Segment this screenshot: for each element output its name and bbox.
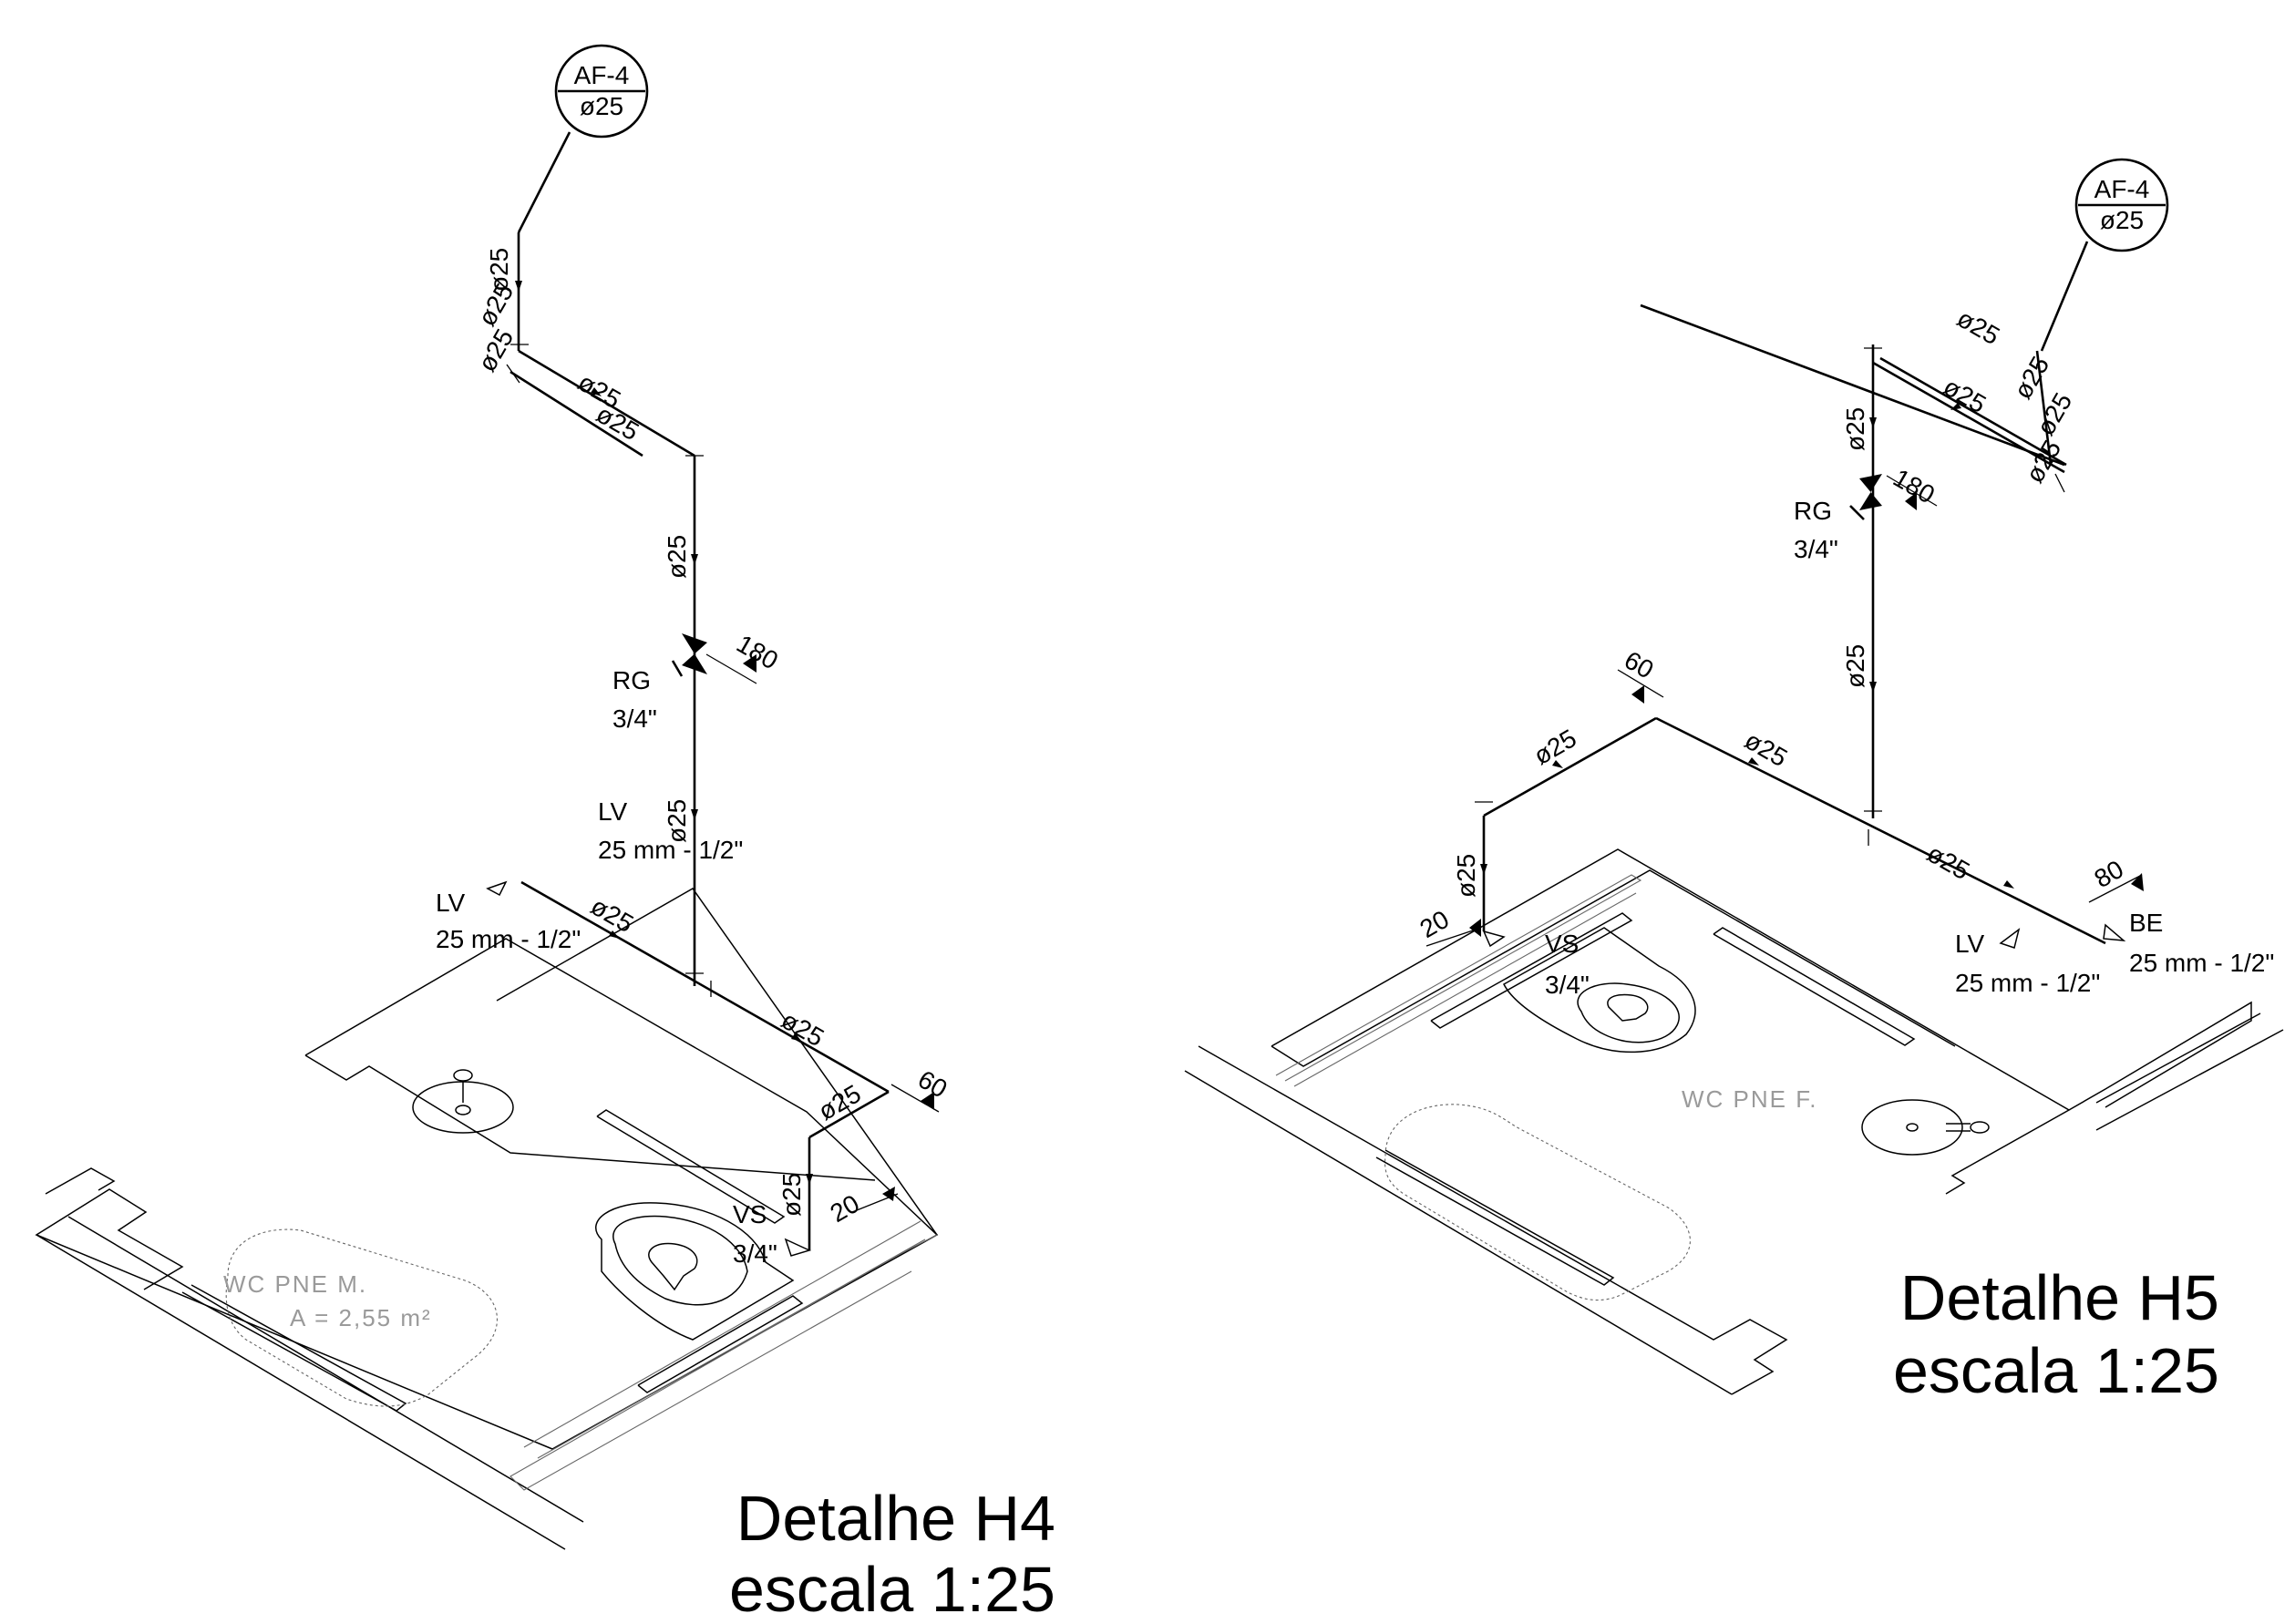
h5-point-spec: 25 mm - 1/2"	[1955, 969, 2100, 997]
h4-room-area: A = 2,55 m²	[290, 1304, 432, 1331]
detail-h4: WC PNE M. A = 2,55 m²	[35, 44, 1055, 1624]
h5-registro-valve	[1849, 474, 1882, 520]
pipe-label: ø25	[485, 248, 513, 292]
h4-floor-plan: WC PNE M. A = 2,55 m²	[35, 888, 939, 1550]
h4-point-code: VS	[733, 1200, 767, 1228]
h4-piping	[486, 232, 940, 1257]
h4-point-spec: 25 mm - 1/2"	[598, 836, 743, 864]
pipe-label: ø25	[1452, 854, 1480, 898]
h5-washbasin	[1861, 1099, 1990, 1156]
h4-scale: escala 1:25	[729, 1554, 1055, 1624]
pipe-label: ø25	[1952, 303, 2004, 350]
h4-point-code: LV	[436, 889, 465, 917]
pipe-label: ø25	[472, 324, 519, 376]
h5-point-spec: 3/4"	[1545, 971, 1590, 999]
pipe-label: ø25	[814, 1079, 866, 1125]
h4-tag-bottom: ø25	[580, 92, 623, 120]
h4-valve-size: 3/4"	[612, 704, 657, 733]
pipe-label: ø25	[777, 1005, 828, 1052]
h5-point-code: BE	[2129, 909, 2163, 937]
h4-room-name: WC PNE M.	[223, 1270, 367, 1298]
h4-toilet	[595, 1202, 795, 1341]
h5-scale: escala 1:25	[1893, 1335, 2219, 1406]
pipe-label: ø25	[663, 799, 691, 843]
h5-height-label: 80	[2090, 855, 2128, 893]
h4-point-code: LV	[598, 797, 627, 826]
h4-washbasin	[412, 1069, 514, 1134]
h5-tag-top: AF-4	[2094, 175, 2150, 203]
pipe-label: ø25	[1922, 838, 1974, 885]
pipe-label: ø25	[663, 535, 691, 579]
pipe-label: ø25	[1841, 407, 1869, 451]
h5-point-code: LV	[1955, 930, 1984, 958]
h4-registro-valve	[671, 633, 707, 677]
h4-point-spec: 3/4"	[733, 1239, 777, 1268]
h5-valve-size: 3/4"	[1794, 535, 1838, 563]
h4-height-label: 180	[732, 629, 783, 674]
h5-point-code: VS	[1545, 930, 1579, 958]
h4-height-label: 20	[826, 1189, 864, 1228]
h5-pipe-labels: ø25 ø25 ø25 ø25 ø25 ø25 ø25 ø25 ø25 ø25 …	[1452, 303, 2077, 898]
h5-valve-code: RG	[1794, 497, 1832, 525]
h5-tag-bottom: ø25	[2100, 206, 2144, 234]
h4-tag-top: AF-4	[574, 61, 630, 89]
h4-point-spec: 25 mm - 1/2"	[436, 925, 581, 953]
detail-h5: WC PNE F.	[1184, 158, 2284, 1406]
pipe-label: ø25	[1939, 372, 1991, 418]
pipe-label: ø25	[586, 891, 638, 938]
h5-pipe-tag: AF-4 ø25	[2040, 158, 2169, 352]
h4-valve-code: RG	[612, 666, 651, 694]
h4-pipe-labels: ø25 ø25 ø25 ø25 ø25 ø25 ø25 ø25 ø25 ø25 …	[472, 248, 865, 1217]
h4-title: Detalhe H4	[736, 1483, 1055, 1554]
h5-point-spec: 25 mm - 1/2"	[2129, 949, 2274, 977]
h5-height-label: 60	[1620, 645, 1658, 684]
pipe-label: ø25	[1841, 644, 1869, 688]
h5-floor-plan: WC PNE F.	[1184, 848, 2284, 1395]
h5-piping	[1425, 303, 2144, 949]
pipe-label: ø25	[777, 1173, 806, 1217]
h5-title: Detalhe H5	[1900, 1262, 2219, 1333]
pipe-label: ø25	[1529, 724, 1581, 770]
h4-pipe-tag: AF-4 ø25	[517, 44, 649, 233]
h4-height-label: 60	[913, 1064, 952, 1103]
pipe-label: ø25	[2031, 388, 2077, 440]
h5-height-label: 20	[1415, 905, 1454, 943]
h5-toilet	[1503, 927, 1696, 1054]
h5-room-name: WC PNE F.	[1682, 1085, 1817, 1113]
